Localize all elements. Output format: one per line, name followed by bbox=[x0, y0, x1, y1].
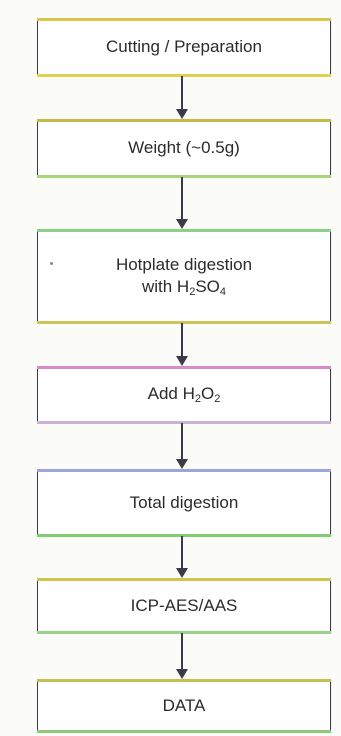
stray-mark bbox=[50, 262, 53, 265]
step-total: Total digestion bbox=[37, 469, 331, 537]
step-icp-label: ICP-AES/AAS bbox=[130, 595, 238, 615]
step-icp: ICP-AES/AAS bbox=[37, 578, 331, 634]
step-weight: Weight (~0.5g) bbox=[37, 119, 331, 178]
step-total-label: Total digestion bbox=[129, 492, 239, 512]
step-add-h2o2: Add H2O2 bbox=[37, 366, 331, 424]
step-add-h2o2-label: Add H2O2 bbox=[147, 384, 221, 406]
step-data: DATA bbox=[37, 679, 331, 733]
step-cutting: Cutting / Preparation bbox=[37, 18, 331, 77]
flow-arrow bbox=[176, 177, 188, 230]
step-weight-label: Weight (~0.5g) bbox=[128, 138, 240, 158]
flow-arrow bbox=[176, 423, 188, 470]
flow-arrow bbox=[176, 633, 188, 680]
flow-arrow bbox=[176, 76, 188, 120]
step-data-label: DATA bbox=[162, 695, 206, 715]
flow-arrow bbox=[176, 323, 188, 367]
step-cutting-label: Cutting / Preparation bbox=[106, 37, 262, 57]
step-hotplate-label: Hotplate digestion bbox=[115, 254, 253, 274]
step-hotplate-label: with H2SO4 bbox=[141, 276, 227, 298]
flow-arrow bbox=[176, 536, 188, 579]
